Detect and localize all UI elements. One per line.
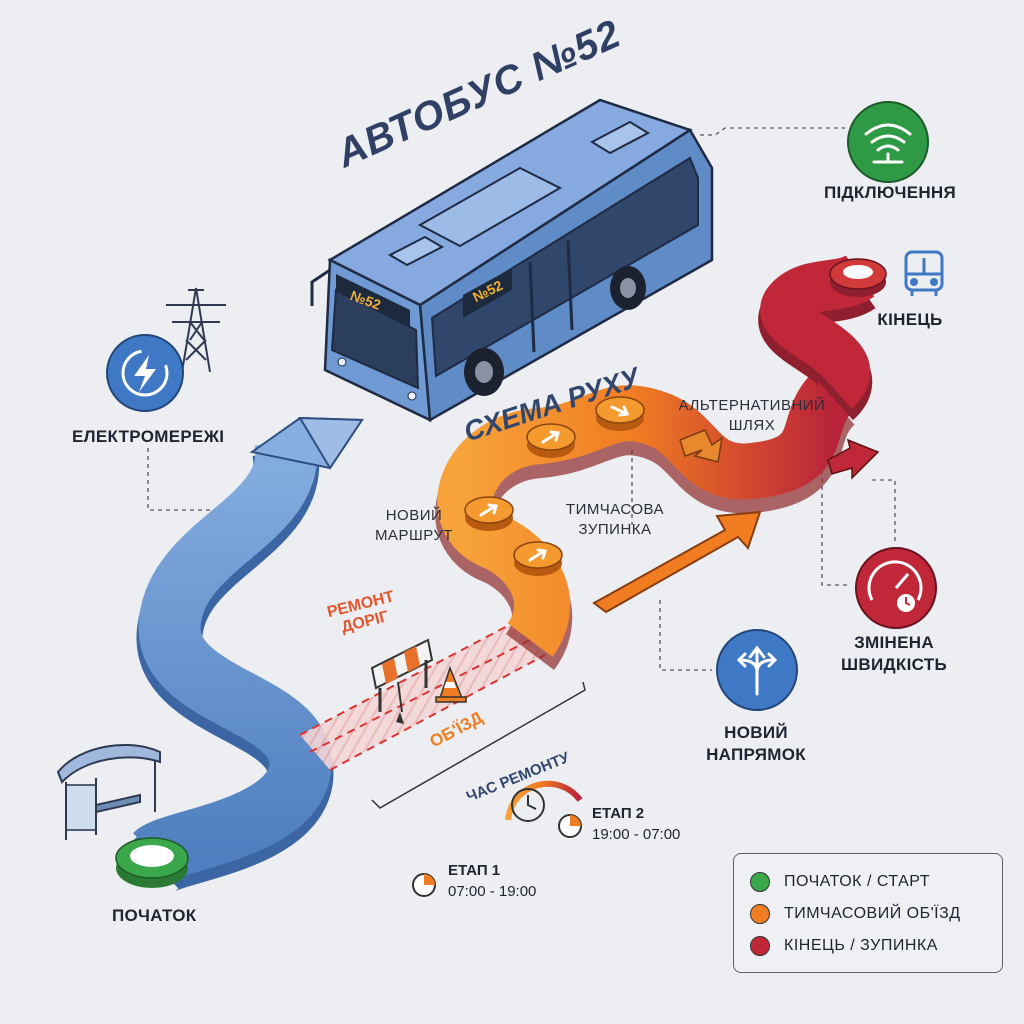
connector-lines bbox=[147, 127, 896, 671]
legend-label-detour: ТИМЧАСОВИЙ ОБ'ЇЗД bbox=[784, 905, 961, 922]
legend-item-end: КІНЕЦЬ / ЗУПИНКА bbox=[750, 934, 938, 958]
stage2-clock-icon bbox=[558, 814, 582, 838]
road-repair-zone bbox=[299, 621, 546, 771]
temp-stop-label: ТИМЧАСОВА ЗУПИНКА bbox=[560, 500, 670, 540]
temp-stop-line-1: ТИМЧАСОВА bbox=[565, 501, 665, 518]
stage1-clock-icon bbox=[412, 873, 436, 897]
legend-dot-detour bbox=[750, 904, 770, 924]
temp-stop-line-2: ЗУПИНКА bbox=[578, 521, 652, 538]
speedometer-icon bbox=[867, 560, 923, 601]
stage1-block: ЕТАП 1 07:00 - 19:00 bbox=[448, 862, 536, 900]
route-stop-markers bbox=[464, 396, 645, 576]
bus-shelter-icon bbox=[56, 744, 161, 840]
direction-icon-badge bbox=[716, 629, 798, 711]
lightning-icon bbox=[134, 355, 156, 392]
power-tower-icon bbox=[166, 287, 226, 373]
bus-icon bbox=[904, 250, 944, 296]
alt-route-label: АЛЬТЕРНАТИВНИЙ ШЛЯХ bbox=[672, 396, 832, 436]
new-direction-arrow bbox=[592, 510, 762, 614]
changed-speed-line-2: ШВИДКІСТЬ bbox=[841, 655, 947, 674]
new-route-label: НОВИЙ МАРШРУТ bbox=[368, 506, 460, 546]
stage1-title: ЕТАП 1 bbox=[448, 862, 501, 879]
alt-route-line-2: ШЛЯХ bbox=[728, 417, 776, 434]
wifi-icon bbox=[864, 123, 912, 152]
clock-icon bbox=[511, 788, 545, 822]
stage2-title: ЕТАП 2 bbox=[592, 805, 645, 822]
power-icon-badge bbox=[106, 334, 184, 412]
speed-icon-badge bbox=[855, 547, 937, 629]
legend-label-start: ПОЧАТОК / СТАРТ bbox=[784, 873, 930, 890]
new-direction-label: НОВИЙ НАПРЯМОК bbox=[700, 722, 812, 766]
blue-route bbox=[131, 416, 364, 893]
legend-label-end: КІНЕЦЬ / ЗУПИНКА bbox=[784, 937, 938, 954]
alt-route-line-1: АЛЬТЕРНАТИВНИЙ bbox=[678, 397, 826, 414]
connection-label: ПІДКЛЮЧЕННЯ bbox=[823, 183, 957, 202]
new-direction-line-1: НОВИЙ bbox=[724, 723, 788, 742]
traffic-cone-icon bbox=[435, 665, 467, 703]
repair-time-gauge bbox=[505, 780, 583, 822]
direction-arrows-icon bbox=[736, 645, 778, 696]
new-route-line-1: НОВИЙ bbox=[385, 507, 443, 524]
new-route-line-2: МАРШРУТ bbox=[374, 527, 454, 544]
end-marker bbox=[829, 258, 887, 297]
legend-item-detour: ТИМЧАСОВИЙ ОБ'ЇЗД bbox=[750, 902, 961, 926]
bus-illustration bbox=[310, 98, 714, 423]
end-label: КІНЕЦЬ bbox=[877, 310, 943, 329]
repair-bracket bbox=[371, 681, 586, 809]
legend-dot-end bbox=[750, 936, 770, 956]
start-marker bbox=[115, 837, 189, 888]
changed-speed-line-1: ЗМІНЕНА bbox=[854, 633, 934, 652]
stage1-time: 07:00 - 19:00 bbox=[448, 883, 537, 900]
legend: ПОЧАТОК / СТАРТ ТИМЧАСОВИЙ ОБ'ЇЗД КІНЕЦЬ… bbox=[733, 853, 1003, 973]
stage2-block: ЕТАП 2 19:00 - 07:00 bbox=[592, 805, 680, 843]
power-grid-label: ЕЛЕКТРОМЕРЕЖІ bbox=[72, 427, 225, 446]
start-label: ПОЧАТОК bbox=[112, 906, 197, 925]
stage2-time: 19:00 - 07:00 bbox=[592, 826, 681, 843]
changed-speed-label: ЗМІНЕНА ШВИДКІСТЬ bbox=[834, 632, 954, 676]
new-direction-line-2: НАПРЯМОК bbox=[706, 745, 806, 764]
connection-icon-badge bbox=[847, 101, 929, 183]
legend-item-start: ПОЧАТОК / СТАРТ bbox=[750, 870, 930, 894]
road-barrier-icon bbox=[370, 638, 434, 724]
legend-dot-start bbox=[750, 872, 770, 892]
